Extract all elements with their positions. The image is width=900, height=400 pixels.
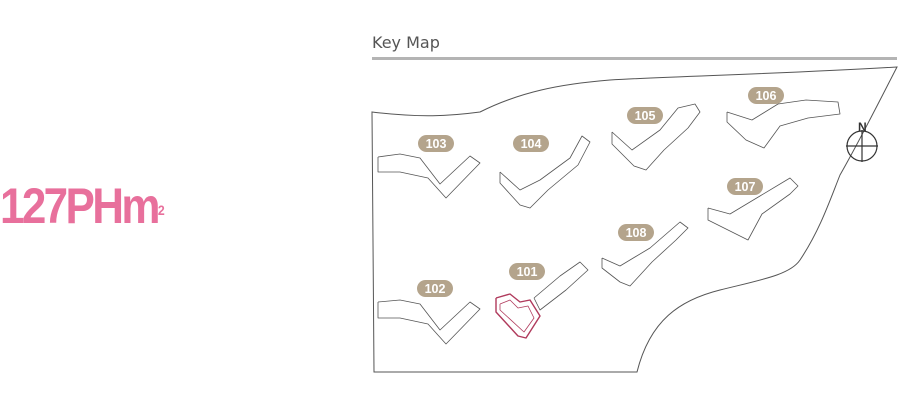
unit-code: 127PHm2: [0, 176, 165, 236]
unit-code-text: 127PHm: [0, 178, 160, 234]
building-badge-102[interactable]: 102: [417, 280, 453, 297]
building-label-108: 108: [626, 226, 647, 240]
building-badge-108[interactable]: 108: [618, 224, 654, 241]
building-label-105: 105: [635, 109, 656, 123]
building-footprint: [601, 221, 689, 287]
building-badge-105[interactable]: 105: [627, 107, 663, 124]
keymap-title-rule: [372, 57, 897, 60]
building-label-106: 106: [756, 89, 777, 103]
site-boundary: [371, 66, 898, 373]
keymap-title: Key Map: [372, 33, 440, 52]
building-footprint: [533, 261, 589, 311]
building-label-101: 101: [517, 265, 538, 279]
building-badge-101[interactable]: 101: [509, 263, 545, 280]
building-badge-106[interactable]: 106: [748, 87, 784, 104]
building-footprint: [707, 177, 799, 241]
building-badge-107[interactable]: 107: [727, 178, 763, 195]
north-label: N: [858, 120, 867, 134]
building-badge-103[interactable]: 103: [418, 135, 454, 152]
building-label-102: 102: [425, 282, 446, 296]
building-label-104: 104: [521, 137, 542, 151]
highlighted-unit-inner: [499, 299, 535, 333]
building-badge-104[interactable]: 104: [513, 135, 549, 152]
building-footprint: [377, 299, 481, 345]
north-arrow: N: [846, 120, 878, 162]
building-footprint: [611, 103, 701, 171]
building-label-103: 103: [426, 137, 447, 151]
building-footprint: [726, 99, 841, 149]
unit-code-superscript: 2: [157, 202, 165, 218]
highlighted-unit-outline: [495, 293, 541, 339]
building-footprints: [377, 99, 841, 345]
building-footprint: [499, 135, 591, 209]
building-label-107: 107: [735, 180, 756, 194]
building-footprint: [377, 153, 481, 199]
